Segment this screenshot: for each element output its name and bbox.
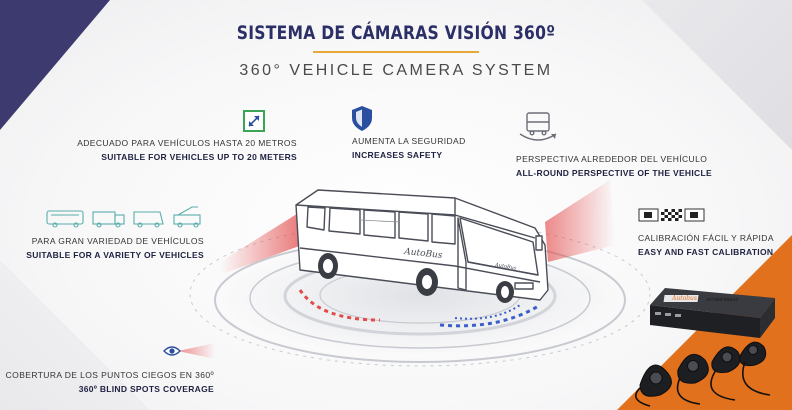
feature-blindspots: COBERTURA DE LOS PUNTOS CIEGOS EN 360º 3… <box>6 368 214 396</box>
device-logo: Autobus <box>671 295 697 302</box>
checkerboard-icon <box>638 208 705 222</box>
title-divider <box>313 51 479 53</box>
bus-door <box>457 217 467 291</box>
bus-rotate-icon <box>519 112 557 141</box>
resize-arrows-icon <box>243 110 265 132</box>
blue-zone-arc-inner <box>454 304 521 320</box>
feature-variety-en: SUITABLE FOR A VARIETY OF VEHICLES <box>26 250 204 260</box>
eye-cone-icon <box>163 343 215 359</box>
front-coverage-wedge <box>545 180 615 262</box>
bus-illustration <box>295 189 549 303</box>
feature-length: ADECUADO PARA VEHÍCULOS HASTA 20 METROS … <box>77 136 297 164</box>
feature-length-es: ADECUADO PARA VEHÍCULOS HASTA 20 METROS <box>77 138 297 148</box>
feature-calibration-es: CALIBRACIÓN FÁCIL Y RÁPIDA <box>638 233 774 243</box>
bus-logo: AutoBus <box>403 247 444 261</box>
page-subtitle: 360° VEHICLE CAMERA SYSTEM <box>239 62 553 79</box>
feature-perspective-es: PERSPECTIVA ALREDEDOR DEL VEHÍCULO <box>516 154 708 164</box>
rear-coverage-wedge <box>220 212 302 275</box>
feature-blindspots-en: 360º BLIND SPOTS COVERAGE <box>78 384 214 394</box>
bus-windows <box>306 206 456 245</box>
feature-variety-es: PARA GRAN VARIEDAD DE VEHÍCULOS <box>31 236 204 246</box>
dvr-device <box>650 288 775 338</box>
vehicles-icon <box>46 206 201 228</box>
feature-blindspots-es: COBERTURA DE LOS PUNTOS CIEGOS EN 360º <box>5 370 214 380</box>
device-model: AVT360-K5XXX <box>706 297 738 302</box>
feature-safety-es: AUMENTA LA SEGURIDAD <box>352 136 466 146</box>
feature-safety: AUMENTA LA SEGURIDAD INCREASES SAFETY <box>352 134 466 162</box>
feature-perspective: PERSPECTIVA ALREDEDOR DEL VEHÍCULO ALL-R… <box>516 152 712 180</box>
feature-variety: PARA GRAN VARIEDAD DE VEHÍCULOS SUITABLE… <box>26 234 204 262</box>
camera-units <box>639 341 767 397</box>
shield-icon <box>352 106 372 131</box>
feature-perspective-en: ALL-ROUND PERSPECTIVE OF THE VEHICLE <box>516 168 712 178</box>
feature-safety-en: INCREASES SAFETY <box>352 150 443 160</box>
feature-length-en: SUITABLE FOR VEHICLES UP TO 20 METERS <box>101 152 297 162</box>
page-title: SISTEMA DE CÁMARAS VISIÓN 360º <box>236 22 556 44</box>
feature-calibration-en: EASY AND FAST CALIBRATION <box>638 247 774 257</box>
bus-headlight <box>514 282 534 290</box>
bus-front-logo: AutoBus <box>494 262 517 272</box>
bus-mirror <box>535 235 543 251</box>
camera-cables <box>634 361 771 407</box>
feature-calibration: CALIBRACIÓN FÁCIL Y RÁPIDA EASY AND FAST… <box>638 231 774 259</box>
